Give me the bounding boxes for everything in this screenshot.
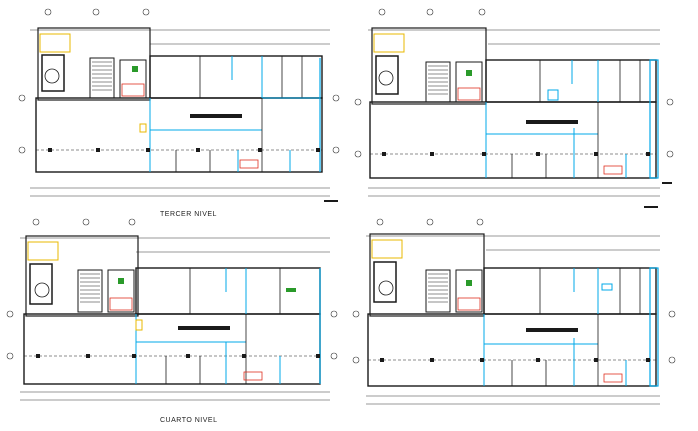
floor-plan-lower-right [352,218,676,405]
caption-cuarto-nivel: CUARTO NIVEL [160,417,218,424]
floor-plan-upper-left [18,8,340,202]
floor-plan-upper-right [354,8,674,208]
floor-plan-lower-left [6,218,338,401]
caption-tercer-nivel: TERCER NIVEL [160,211,217,218]
